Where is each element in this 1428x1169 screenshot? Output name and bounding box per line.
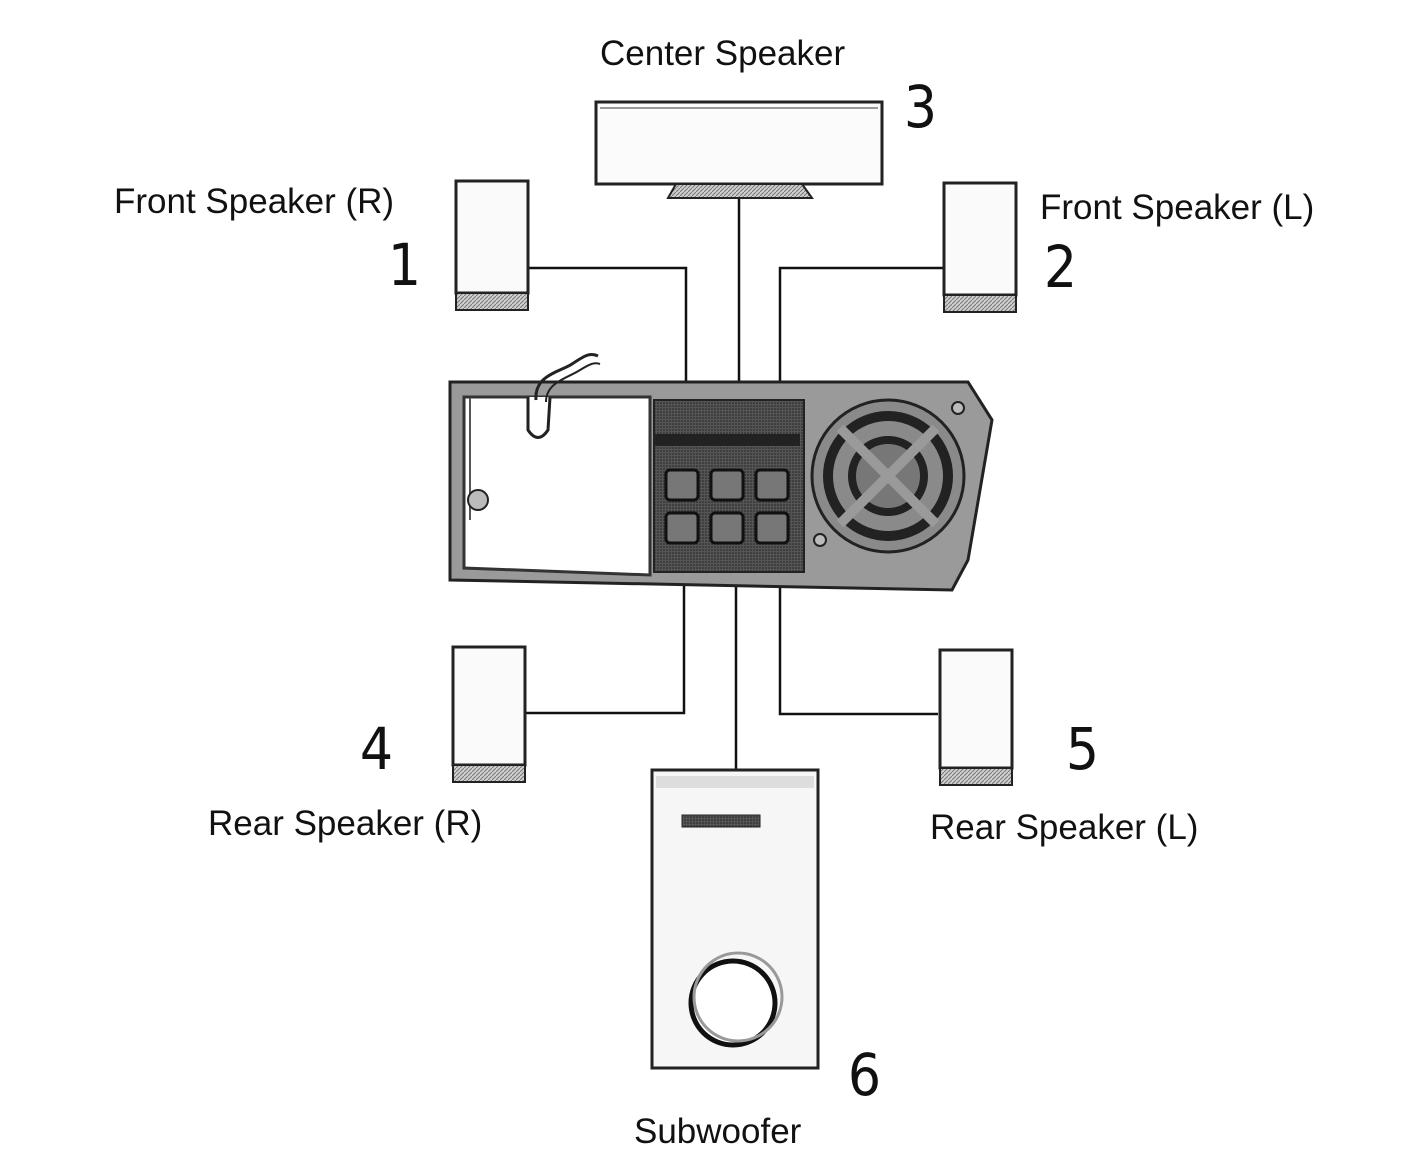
center-speaker bbox=[594, 100, 884, 199]
rear-right-speaker bbox=[451, 645, 527, 783]
subwoofer-driver bbox=[688, 958, 778, 1048]
front-right-speaker bbox=[454, 179, 530, 311]
center-speaker-label: Center Speaker bbox=[600, 34, 846, 73]
wire-rear-left bbox=[778, 545, 938, 716]
front-left-speaker-label: Front Speaker (L) bbox=[1040, 188, 1315, 227]
subwoofer-number: 6 bbox=[847, 1041, 882, 1109]
center-speaker-number: 3 bbox=[903, 73, 938, 141]
rear-right-speaker-label: Rear Speaker (R) bbox=[208, 804, 483, 843]
rear-right-speaker-number: 4 bbox=[359, 715, 394, 783]
subwoofer-speaker bbox=[650, 768, 820, 1070]
speaker-terminal-block bbox=[664, 468, 790, 545]
rear-left-speaker-number: 5 bbox=[1065, 715, 1100, 783]
subwoofer-label: Subwoofer bbox=[634, 1112, 802, 1151]
wire-rear-right bbox=[526, 545, 686, 715]
receiver-unit bbox=[448, 352, 994, 592]
front-right-speaker-label: Front Speaker (R) bbox=[114, 182, 395, 221]
power-cord bbox=[534, 352, 599, 401]
front-left-speaker bbox=[942, 181, 1018, 313]
rear-left-speaker bbox=[938, 648, 1014, 786]
front-left-speaker-number: 2 bbox=[1043, 233, 1078, 301]
cooling-fan bbox=[810, 398, 966, 554]
front-right-speaker-number: 1 bbox=[387, 231, 422, 299]
rear-left-speaker-label: Rear Speaker (L) bbox=[930, 808, 1199, 847]
